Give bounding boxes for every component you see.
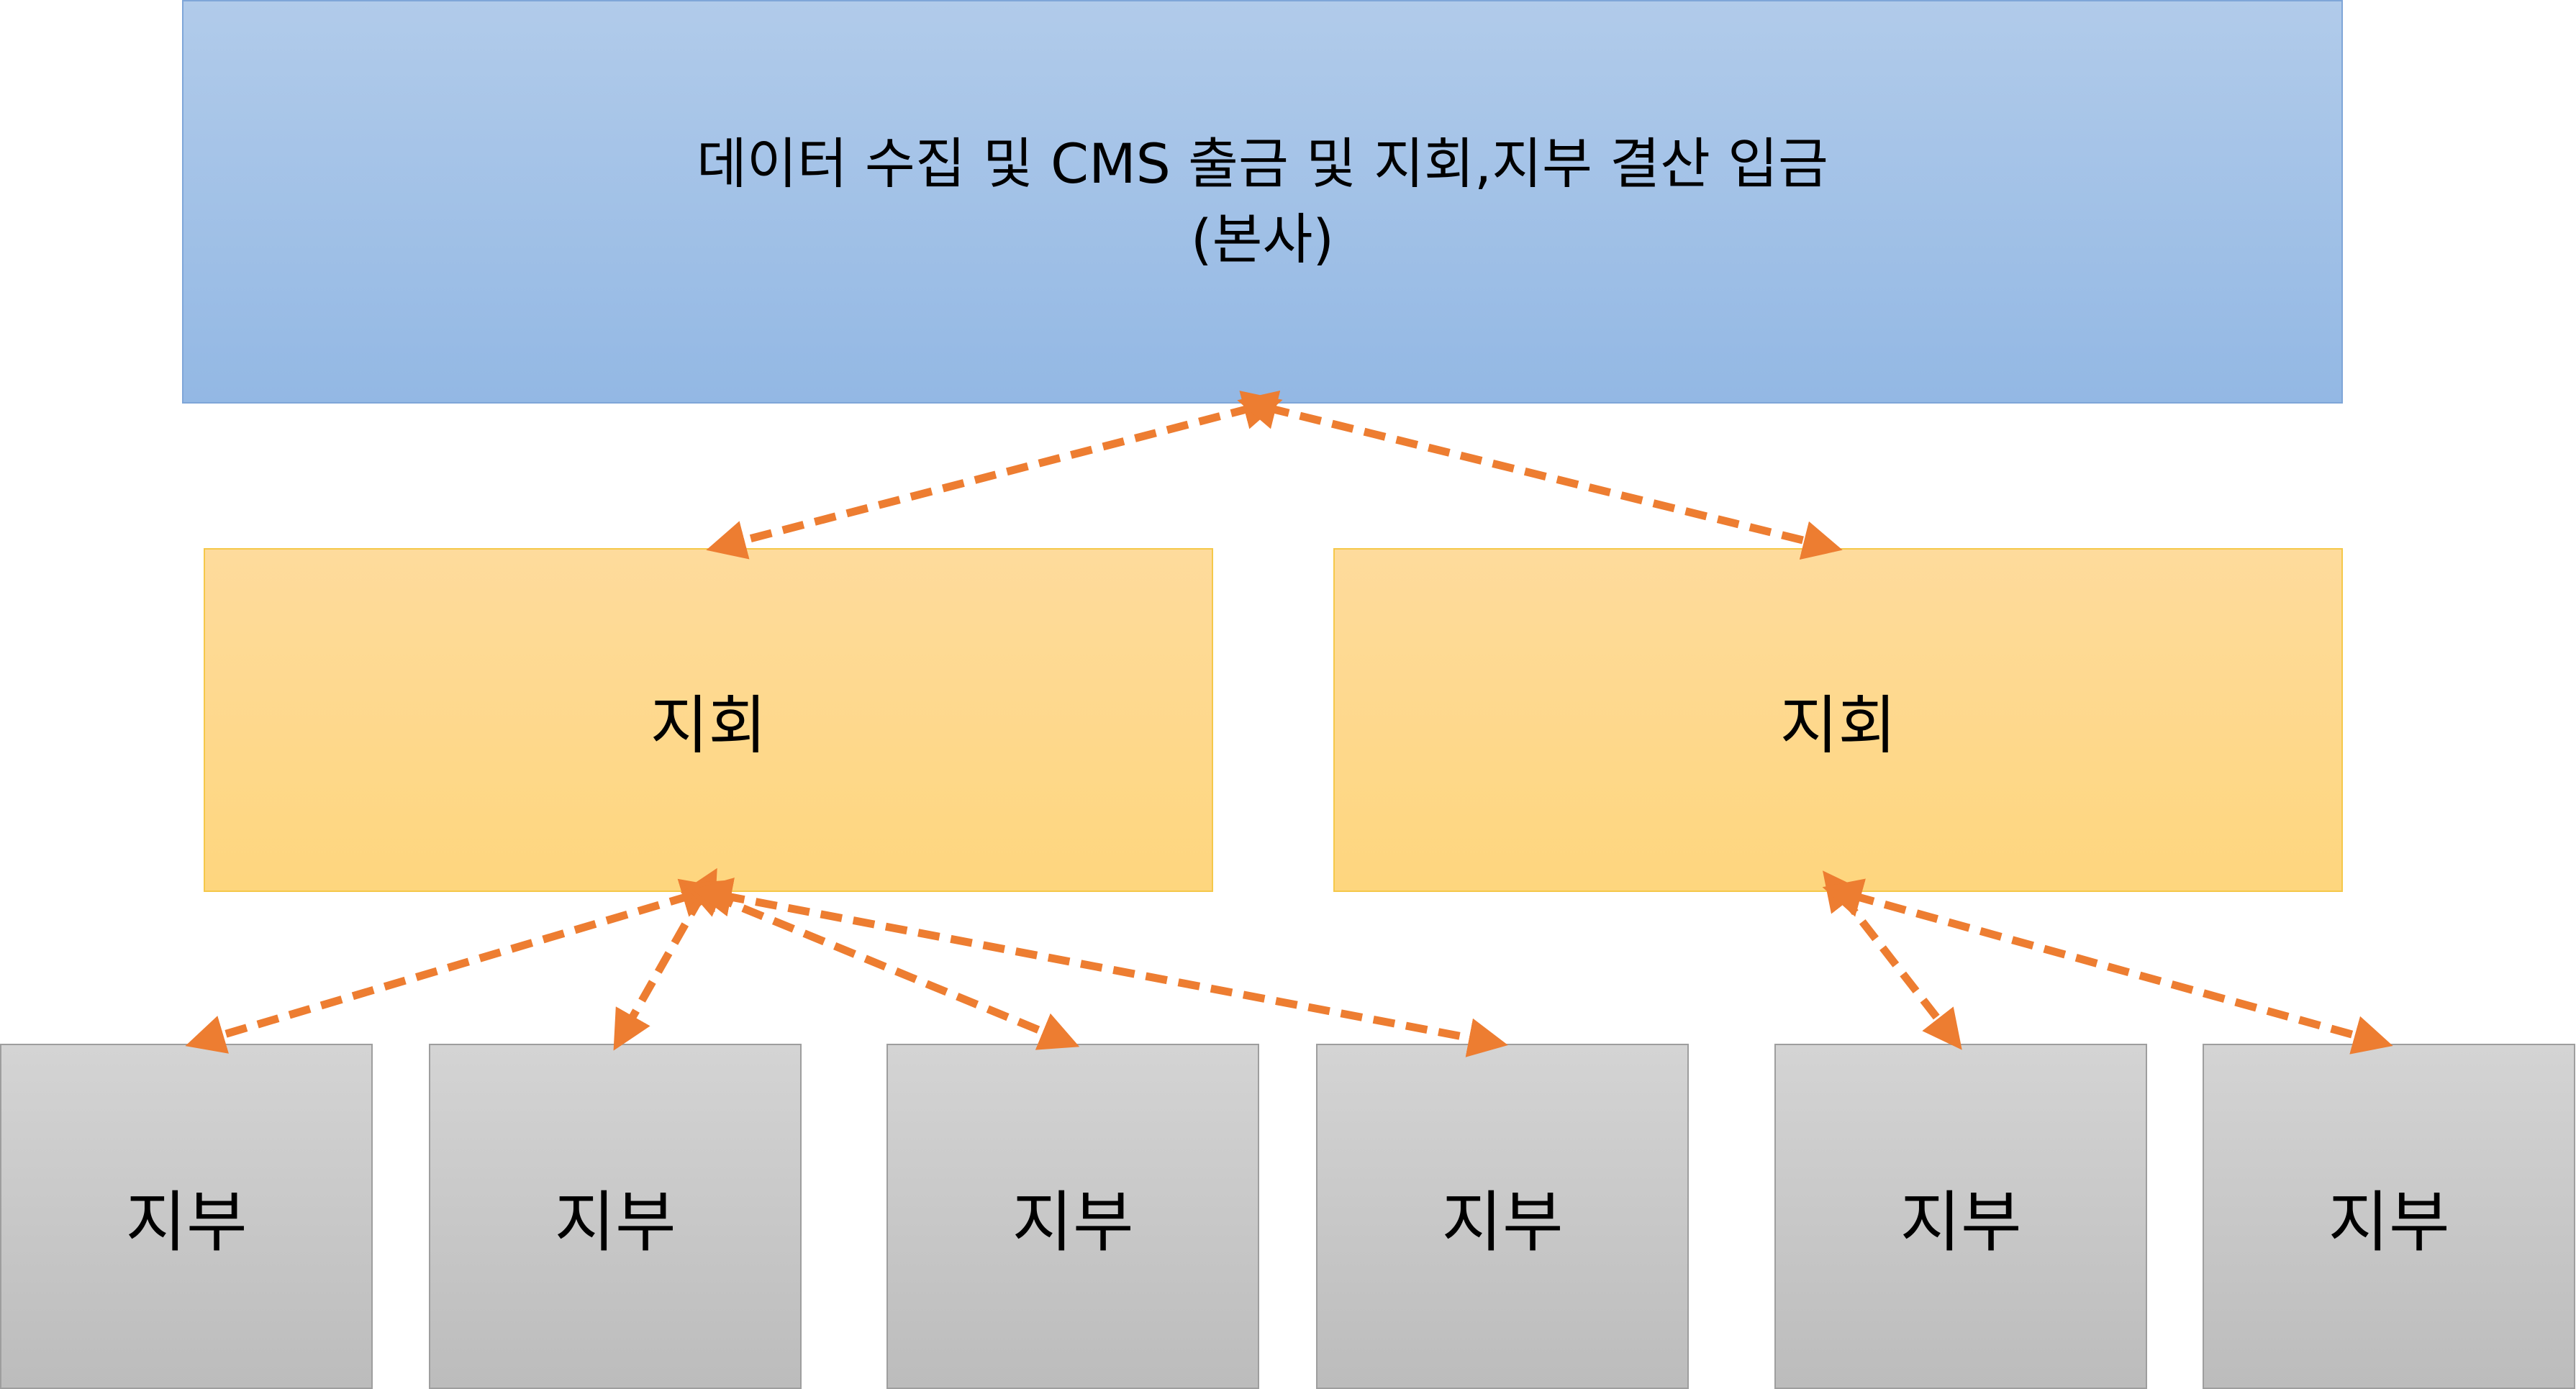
connector-branch1-local-4 (691, 878, 1508, 1057)
hq-title: 데이터 수집 및 CMS 출금 및 지회,지부 결산 입금 (697, 131, 1828, 196)
branch-box-1: 지회 (204, 548, 1213, 892)
local-label: 지부 (2328, 1183, 2450, 1261)
branch-box-2: 지회 (1333, 548, 2343, 892)
local-label: 지부 (125, 1183, 248, 1261)
local-label: 지부 (554, 1183, 676, 1261)
connector-branch2-local-6 (1822, 878, 2393, 1055)
connector-hq-branch-2 (1237, 390, 1843, 560)
local-label: 지부 (1900, 1183, 2022, 1261)
local-box-1: 지부 (0, 1044, 373, 1389)
local-box-3: 지부 (886, 1044, 1259, 1389)
connector-hq-branch-1 (706, 391, 1283, 560)
local-box-5: 지부 (1774, 1044, 2147, 1389)
local-label: 지부 (1012, 1183, 1134, 1261)
branch-label: 지회 (650, 688, 767, 762)
connector-branch1-local-3 (683, 880, 1080, 1050)
local-box-6: 지부 (2203, 1044, 2575, 1389)
hq-subtitle: (본사) (1190, 206, 1335, 271)
hq-box: 데이터 수집 및 CMS 출금 및 지회,지부 결산 입금 (본사) (182, 0, 2343, 404)
connector-branch2-local-5 (1823, 870, 1962, 1050)
branch-label: 지회 (1779, 688, 1897, 762)
local-label: 지부 (1441, 1183, 1564, 1261)
connector-branch1-local-1 (185, 878, 722, 1054)
connector-branch1-local-2 (613, 867, 717, 1051)
local-box-2: 지부 (429, 1044, 802, 1389)
local-box-4: 지부 (1316, 1044, 1689, 1389)
